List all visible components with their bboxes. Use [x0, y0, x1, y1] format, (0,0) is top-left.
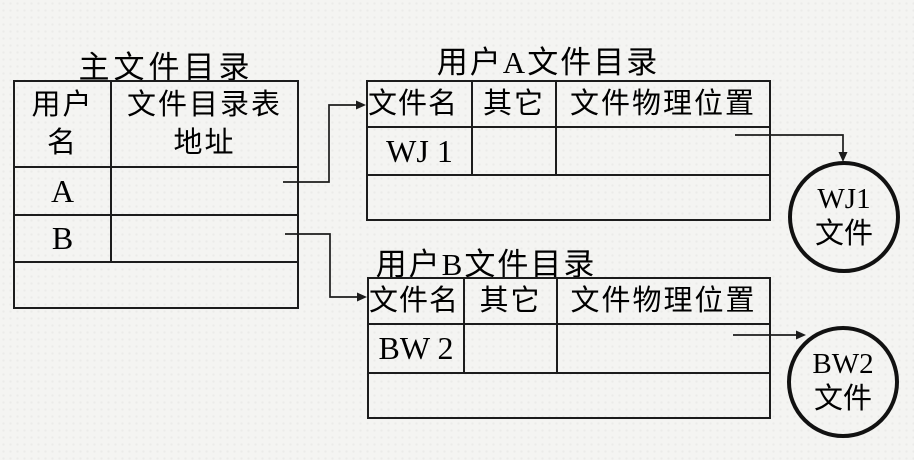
user-a-directory-table: 文件名 其它 文件物理位置 WJ 1	[366, 80, 771, 221]
main-directory-header-row: 用户 名 文件目录表 地址	[15, 82, 297, 168]
user-a-row-wj1: WJ 1	[368, 128, 769, 176]
user-b-header-other: 其它	[465, 279, 558, 323]
user-b-bw2-other	[465, 325, 558, 372]
main-header-directory-address: 文件目录表 地址	[126, 89, 282, 159]
user-a-wj1-filename: WJ 1	[368, 128, 473, 174]
user-a-wj1-other	[473, 128, 557, 174]
main-header-username: 用户 名	[15, 82, 112, 166]
main-directory-title: 主文件目录	[78, 50, 254, 85]
user-a-header-other: 其它	[473, 82, 557, 126]
main-directory-empty-row	[15, 263, 297, 307]
main-row-a-user: A	[15, 168, 112, 214]
user-a-header-physical-location: 文件物理位置	[569, 88, 756, 120]
user-a-header-row: 文件名 其它 文件物理位置	[368, 82, 769, 128]
user-b-bw2-location	[558, 325, 769, 372]
user-a-directory-title: 用户A文件目录	[436, 45, 660, 80]
user-b-header-row: 文件名 其它 文件物理位置	[369, 279, 769, 325]
user-b-header-filename: 文件名	[369, 279, 465, 323]
user-b-empty-cell	[369, 374, 769, 417]
user-a-header-filename: 文件名	[368, 82, 473, 126]
main-directory-row-b: B	[15, 216, 297, 263]
user-a-empty-row	[368, 176, 769, 219]
user-a-wj1-location	[557, 128, 769, 174]
user-b-empty-row	[369, 374, 769, 417]
user-b-header-physical-location: 文件物理位置	[570, 285, 757, 317]
main-directory-table: 用户 名 文件目录表 地址 A B	[13, 80, 299, 309]
main-row-b-user: B	[15, 216, 112, 261]
main-empty-cell	[15, 263, 297, 307]
wj1-file-circle: WJ1 文件	[788, 161, 900, 273]
user-b-bw2-filename: BW 2	[369, 325, 465, 372]
main-directory-row-a: A	[15, 168, 297, 216]
user-b-directory-title: 用户B文件目录	[375, 247, 597, 282]
user-b-row-bw2: BW 2	[369, 325, 769, 374]
main-row-b-address	[112, 216, 297, 261]
bw2-file-circle: BW2 文件	[787, 326, 899, 438]
user-a-empty-cell	[368, 176, 769, 219]
main-row-a-address	[112, 168, 297, 214]
user-b-directory-table: 文件名 其它 文件物理位置 BW 2	[367, 277, 771, 419]
